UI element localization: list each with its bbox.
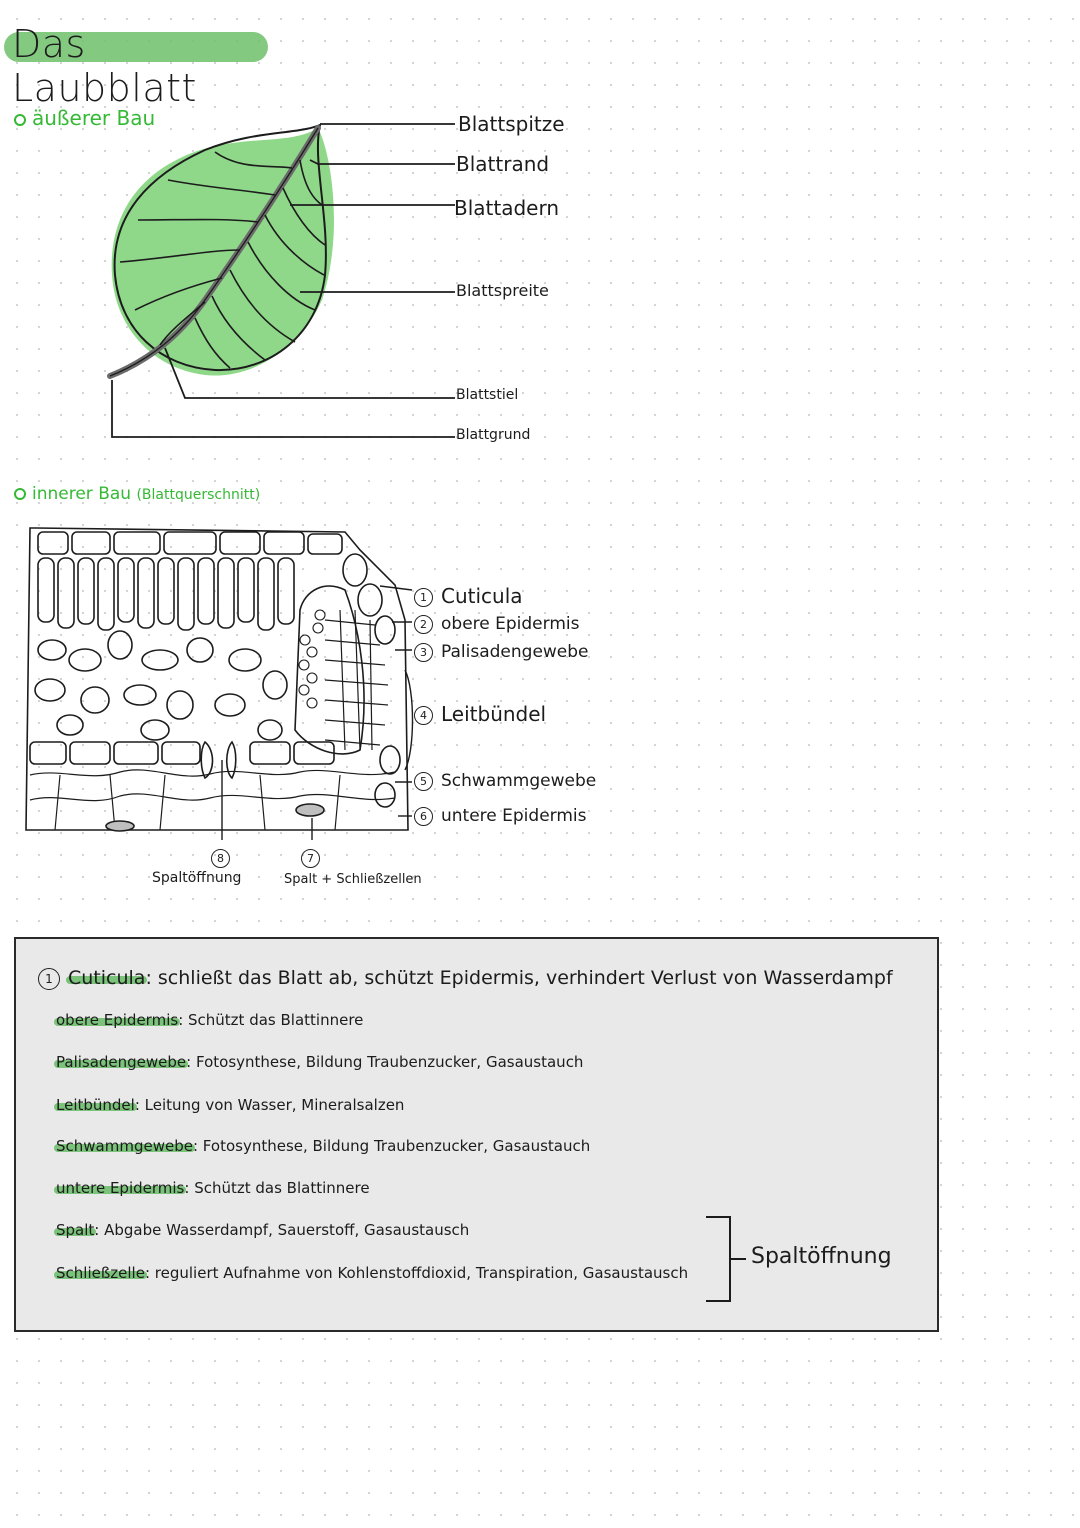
label-blattrand: Blattrand xyxy=(456,152,550,176)
label-spalt-schliesszellen: Spalt + Schließzellen xyxy=(284,872,422,887)
number-badge: 5 xyxy=(414,771,433,791)
part-untere-epidermis: 6 untere Epidermis xyxy=(414,806,587,826)
term-leitbuendel: Leitbündel xyxy=(54,1096,137,1114)
page-title: Das Laubblatt xyxy=(0,18,280,110)
summary-row-untere-epidermis: untere Epidermis: Schützt das Blattinner… xyxy=(54,1179,370,1197)
leader-lines xyxy=(111,123,455,438)
summary-row-leitbuendel: Leitbündel: Leitung von Wasser, Minerals… xyxy=(54,1096,405,1114)
term-spalt: Spalt xyxy=(54,1221,97,1239)
part-label: obere Epidermis xyxy=(441,614,580,634)
desc-schwammgewebe: Fotosynthese, Bildung Traubenzucker, Gas… xyxy=(202,1137,591,1155)
bullet-icon xyxy=(14,113,26,126)
label-blattspitze: Blattspitze xyxy=(458,112,565,136)
label-blattgrund: Blattgrund xyxy=(456,427,531,443)
term-schliesszelle: Schließzelle xyxy=(54,1264,147,1282)
number-badge: 8 xyxy=(211,849,230,868)
number-badge: 7 xyxy=(301,849,320,868)
badge-7: 7 xyxy=(301,848,320,868)
term-cuticula: Cuticula xyxy=(66,967,148,989)
summary-row-spalt: Spalt: Abgabe Wasserdampf, Sauerstoff, G… xyxy=(54,1221,470,1239)
bullet-icon xyxy=(14,488,26,500)
summary-row-palisadengewebe: Palisadengewebe: Fotosynthese, Bildung T… xyxy=(54,1053,584,1071)
part-label: Schwammgewebe xyxy=(441,771,597,791)
edge-cells xyxy=(342,553,401,808)
summary-row-schwammgewebe: Schwammgewebe: Fotosynthese, Bildung Tra… xyxy=(54,1137,591,1155)
spongy-cells xyxy=(34,630,288,741)
part-leitbuendel: 4 Leitbündel xyxy=(414,702,546,726)
summary-row-schliesszelle: Schließzelle: reguliert Aufnahme von Koh… xyxy=(54,1264,689,1282)
outer-heading-text: äußerer Bau xyxy=(32,106,156,130)
part-cuticula: 1 Cuticula xyxy=(414,584,523,608)
part-palisadengewebe: 3 Palisadengewebe xyxy=(414,642,589,662)
term-obere-epidermis: obere Epidermis xyxy=(54,1011,181,1029)
outer-heading: äußerer Bau xyxy=(14,106,155,130)
part-label: untere Epidermis xyxy=(441,806,587,826)
bracket-icon xyxy=(706,1216,746,1302)
label-blattspreite: Blattspreite xyxy=(456,281,549,300)
desc-untere-epidermis: Schützt das Blattinnere xyxy=(194,1179,370,1197)
desc-spalt: Abgabe Wasserdampf, Sauerstoff, Gasausta… xyxy=(104,1221,470,1239)
term-schwammgewebe: Schwammgewebe xyxy=(54,1137,195,1155)
leaf-diagram xyxy=(107,123,455,438)
inner-heading-text: innerer Bau xyxy=(32,484,132,504)
term-untere-epidermis: untere Epidermis xyxy=(54,1179,187,1197)
inner-heading-note: (Blattquerschnitt) xyxy=(136,487,261,503)
number-badge: 1 xyxy=(414,588,433,607)
inner-heading: innerer Bau (Blattquerschnitt) xyxy=(14,484,260,504)
number-badge: 1 xyxy=(38,967,60,990)
number-badge: 2 xyxy=(414,614,433,634)
leaf-outline xyxy=(113,123,327,372)
palisade-cells xyxy=(37,557,295,631)
term-palisadengewebe: Palisadengewebe xyxy=(54,1053,189,1071)
lower-epidermis-cells xyxy=(29,741,335,765)
vascular-bundle xyxy=(294,585,389,755)
badge-8: 8 xyxy=(211,848,230,868)
title-highlight xyxy=(4,32,268,62)
guard-cells xyxy=(200,740,237,780)
part-obere-epidermis: 2 obere Epidermis xyxy=(414,614,579,634)
bracket-label: Spaltöffnung xyxy=(751,1244,892,1269)
part-label: Palisadengewebe xyxy=(441,642,589,662)
upper-epidermis-cells xyxy=(37,531,343,555)
title-text: Das Laubblatt xyxy=(12,22,197,110)
lower-tissue xyxy=(29,769,396,831)
part-label: Leitbündel xyxy=(441,702,547,726)
desc-schliesszelle: reguliert Aufnahme von Kohlenstoffdioxid… xyxy=(154,1264,689,1282)
label-blattstiel: Blattstiel xyxy=(456,387,519,403)
part-label: Cuticula xyxy=(441,584,523,608)
part-schwammgewebe: 5 Schwammgewebe xyxy=(414,771,596,791)
leaf-veins xyxy=(119,151,326,369)
number-badge: 6 xyxy=(414,806,433,826)
section-outline xyxy=(25,527,409,831)
summary-row-obere-epidermis: obere Epidermis: Schützt das Blattinnere xyxy=(54,1011,364,1029)
desc-obere-epidermis: Schützt das Blattinnere xyxy=(188,1011,364,1029)
section-leaders xyxy=(221,585,414,840)
desc-leitbuendel: Leitung von Wasser, Mineralsalzen xyxy=(144,1096,405,1114)
number-badge: 3 xyxy=(414,642,433,662)
label-spaltoeffnung: Spaltöffnung xyxy=(152,870,242,886)
label-blattadern: Blattadern xyxy=(454,196,560,220)
cross-section-diagram xyxy=(25,527,414,840)
number-badge: 4 xyxy=(414,706,433,725)
desc-cuticula: schließt das Blatt ab, schützt Epidermis… xyxy=(157,967,893,989)
desc-palisadengewebe: Fotosynthese, Bildung Traubenzucker, Gas… xyxy=(196,1053,584,1071)
